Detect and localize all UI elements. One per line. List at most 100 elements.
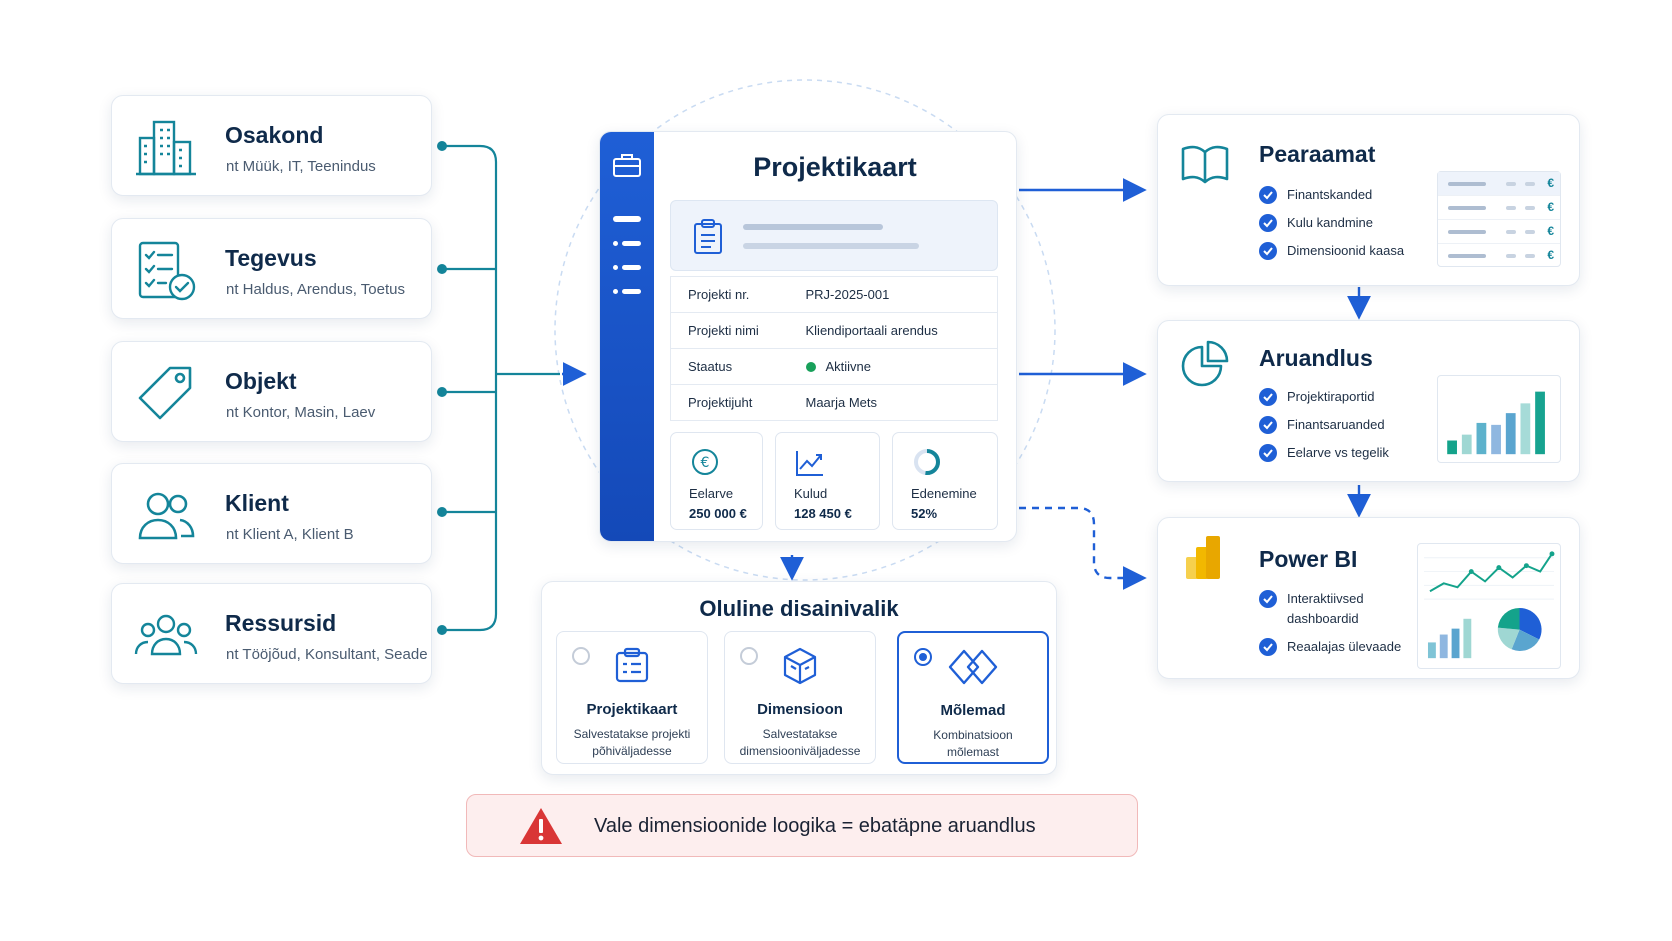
field-label: Projekti nr. <box>670 276 789 313</box>
checklist-icon <box>138 241 196 301</box>
list-item: Interaktiivsed <box>1259 590 1401 610</box>
menu-item-dot[interactable] <box>613 241 618 246</box>
list-item-label: Projektiraportid <box>1287 389 1375 404</box>
field-value: PRJ-2025-001 <box>788 276 998 313</box>
check-circle-icon <box>1259 416 1277 434</box>
radio-button[interactable] <box>740 647 758 665</box>
dimension-card-klient[interactable]: Klient nt Klient A, Klient B <box>111 463 432 564</box>
dimension-card-tegevus[interactable]: Tegevus nt Haldus, Arendus, Toetus <box>111 218 432 319</box>
radio-button-selected[interactable] <box>914 648 932 666</box>
option-desc-line: põhiväljadesse <box>592 744 672 758</box>
kpi-kulud: Kulud 128 450 € <box>775 432 880 530</box>
link-diamonds-icon <box>948 649 998 685</box>
dimension-connectors <box>442 144 560 632</box>
dimension-subtitle: nt Haldus, Arendus, Toetus <box>226 281 406 298</box>
euro-icon: € <box>692 449 718 475</box>
cube-icon <box>783 647 817 685</box>
euro-symbol: € <box>1547 224 1554 238</box>
menu-item-line <box>622 289 641 294</box>
output-title: Aruandlus <box>1259 345 1373 371</box>
ledger-row: € <box>1438 220 1560 244</box>
output-feature-list: Interaktiivsed dashboardid Reaalajas üle… <box>1259 590 1401 666</box>
option-dimensioon[interactable]: Dimensioon Salvestatakse dimensioonivälj… <box>724 631 876 764</box>
kpi-value: 250 000 € <box>689 506 747 521</box>
euro-symbol: € <box>1547 200 1554 214</box>
team-icon <box>134 614 198 656</box>
output-title: Pearaamat <box>1259 141 1376 167</box>
connector-dots <box>437 141 447 635</box>
dimension-card-ressursid[interactable]: Ressursid nt Tööjõud, Konsultant, Seade <box>111 583 432 684</box>
dimension-title: Klient <box>225 490 289 516</box>
clipboard-icon <box>694 219 722 254</box>
warning-text: Vale dimensioonide loogika = ebatäpne ar… <box>594 815 1036 837</box>
field-label: Projektijuht <box>670 384 789 421</box>
list-item: Dimensioonid kaasa <box>1259 242 1404 270</box>
menu-item-line <box>622 265 641 270</box>
output-title: Power BI <box>1259 546 1358 572</box>
kpi-label: Kulud <box>794 486 828 501</box>
list-item: Finantsaruanded <box>1259 416 1389 444</box>
svg-text:€: € <box>701 455 710 471</box>
briefcase-icon[interactable] <box>612 152 642 178</box>
kpi-edenemine: Edenemine 52% <box>892 432 998 530</box>
check-circle-icon <box>1259 242 1277 260</box>
list-item: Eelarve vs tegelik <box>1259 444 1389 472</box>
option-description: Kombinatsioon mõlemast <box>905 727 1041 761</box>
list-item-label: Eelarve vs tegelik <box>1287 445 1389 460</box>
kpi-value: 128 450 € <box>794 506 852 521</box>
list-item-label: Interaktiivsed <box>1287 591 1364 606</box>
dimension-subtitle: nt Kontor, Masin, Laev <box>226 404 376 421</box>
project-card: Projektikaart Projekti nr.PRJ-2025-001 P… <box>599 131 1017 542</box>
option-description: Salvestatakse projekti põhiväljadesse <box>563 726 701 760</box>
status-dot <box>805 362 816 372</box>
list-item-label: Reaalajas ülevaade <box>1287 639 1402 654</box>
check-circle-icon <box>1259 214 1277 232</box>
dimension-subtitle: nt Müük, IT, Teenindus <box>226 158 376 175</box>
dimension-subtitle: nt Klient A, Klient B <box>226 526 354 543</box>
option-molemad[interactable]: Mõlemad Kombinatsioon mõlemast <box>897 631 1049 764</box>
list-item: Finantskanded <box>1259 186 1404 214</box>
menu-item-dot[interactable] <box>613 289 618 294</box>
radio-button[interactable] <box>572 647 590 665</box>
output-feature-list: Projektiraportid Finantsaruanded Eelarve… <box>1259 388 1389 472</box>
euro-symbol: € <box>1547 176 1554 190</box>
project-sidebar <box>600 132 654 541</box>
list-item-label: dashboardid <box>1287 611 1359 626</box>
check-circle-icon <box>1259 444 1277 462</box>
list-item-label: Finantskanded <box>1287 187 1373 202</box>
field-label: Projekti nimi <box>670 312 789 349</box>
option-projektikaart[interactable]: Projektikaart Salvestatakse projekti põh… <box>556 631 708 764</box>
output-card-pearaamat[interactable]: Pearaamat Finantskanded Kulu kandmine Di… <box>1157 114 1580 286</box>
table-row: Projekti nr.PRJ-2025-001 <box>670 276 998 313</box>
placeholder-line <box>743 243 919 249</box>
field-label: Staatus <box>670 348 789 385</box>
menu-item-line <box>622 241 641 246</box>
progress-ring-icon <box>914 449 940 475</box>
kpi-label: Edenemine <box>911 486 977 501</box>
users-icon <box>138 492 195 540</box>
dimension-card-objekt[interactable]: Objekt nt Kontor, Masin, Laev <box>111 341 432 442</box>
check-circle-icon <box>1259 590 1277 608</box>
output-feature-list: Finantskanded Kulu kandmine Dimensioonid… <box>1259 186 1404 270</box>
option-desc-line: dimensiooniväljadesse <box>739 744 861 758</box>
list-item: Projektiraportid <box>1259 388 1389 416</box>
dimension-title: Ressursid <box>225 610 337 636</box>
dimension-card-osakond[interactable]: Osakond nt Müük, IT, Teenindus <box>111 95 432 196</box>
menu-item-dot[interactable] <box>613 265 618 270</box>
dimension-title: Tegevus <box>225 245 317 271</box>
project-card-title: Projektikaart <box>753 152 917 182</box>
option-name: Projektikaart <box>586 701 678 718</box>
design-choice-panel: Oluline disainivalik Projektikaart Salve… <box>541 581 1057 775</box>
check-circle-icon <box>1259 388 1277 406</box>
option-name: Mõlemad <box>940 702 1006 719</box>
output-card-powerbi[interactable]: Power BI Interaktiivsed dashboardid Reaa… <box>1157 517 1580 679</box>
menu-item-active[interactable] <box>613 216 641 222</box>
clipboard-list-icon <box>615 647 649 683</box>
ledger-row: € <box>1438 244 1560 268</box>
option-description: Salvestatakse dimensiooniväljadesse <box>731 726 869 760</box>
ledger-row: € <box>1438 196 1560 220</box>
output-card-aruandlus[interactable]: Aruandlus Projektiraportid Finantsaruand… <box>1157 320 1580 482</box>
option-desc-line: Salvestatakse projekti <box>573 727 691 741</box>
